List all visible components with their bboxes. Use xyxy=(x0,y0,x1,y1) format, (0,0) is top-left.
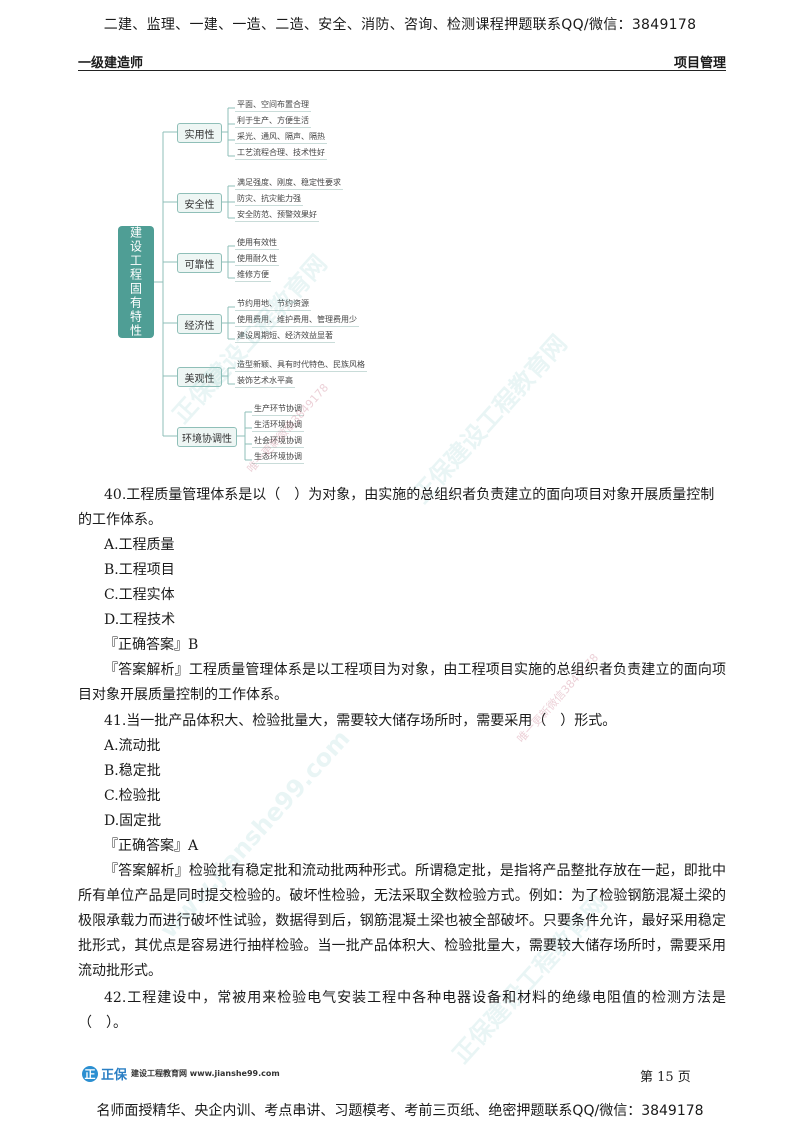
leaf: 生产环节协调 xyxy=(252,403,304,416)
leaf: 工艺流程合理、技术性好 xyxy=(235,147,327,160)
leaf: 造型新颖、具有时代特色、民族风格 xyxy=(235,359,367,372)
q41-analysis: 『答案解析』检验批有稳定批和流动批两种形式。所谓稳定批，是指将产品整批存放在一起… xyxy=(78,863,726,979)
leaf: 生活环境协调 xyxy=(252,419,304,432)
leaf: 建设周期短、经济效益显著 xyxy=(235,330,335,343)
leaf: 使用费用、维护费用、管理费用少 xyxy=(235,314,359,327)
mindmap-root: 建设工程固有特性 xyxy=(118,226,154,338)
bottom-banner: 名师面授精华、央企内训、考点串讲、习题模考、考前三页纸、绝密押题联系QQ/微信：… xyxy=(96,1103,704,1119)
q40-stem-cont: 的工作体系。 xyxy=(78,512,162,528)
branch-practicality: 实用性 xyxy=(177,123,222,143)
leaf: 维修方便 xyxy=(235,269,271,282)
leaf: 利于生产、方便生活 xyxy=(235,115,311,128)
leaf: 节约用地、节约资源 xyxy=(235,298,311,311)
mindmap-connectors xyxy=(154,107,252,461)
q40-option-a: A.工程质量 xyxy=(104,537,175,553)
q40-option-c: C.工程实体 xyxy=(104,587,175,603)
running-head-left: 一级建造师 xyxy=(78,56,144,71)
q40-answer: 『正确答案』B xyxy=(104,637,199,653)
leaf: 装饰艺术水平高 xyxy=(235,375,295,388)
q41-option-c: C.检验批 xyxy=(104,788,161,804)
q41-option-d: D.固定批 xyxy=(104,813,162,829)
leaf: 满足强度、刚度、稳定性要求 xyxy=(235,177,343,190)
q40-option-d: D.工程技术 xyxy=(104,612,176,628)
q40-analysis: 『答案解析』工程质量管理体系是以工程项目为对象，由工程项目实施的总组织者负责建立… xyxy=(78,662,726,703)
running-head-right: 项目管理 xyxy=(673,56,726,71)
branch-aesthetics: 美观性 xyxy=(177,367,222,387)
branch-safety: 安全性 xyxy=(177,193,222,213)
branch-reliability: 可靠性 xyxy=(177,253,222,273)
running-head: 一级建造师 项目管理 xyxy=(78,50,726,71)
logo-site: 建设工程教育网 www.jianshe99.com xyxy=(131,1069,280,1078)
logo-brand: 正保 xyxy=(101,1068,128,1083)
leaf: 生态环境协调 xyxy=(252,451,304,464)
leaf: 安全防范、预警效果好 xyxy=(235,209,319,222)
q41-answer: 『正确答案』A xyxy=(104,838,199,854)
top-banner: 二建、监理、一建、一造、二造、安全、消防、咨询、检测课程押题联系QQ/微信：38… xyxy=(103,17,697,33)
q41-option-a: A.流动批 xyxy=(104,738,161,754)
leaf: 使用耐久性 xyxy=(235,253,279,266)
leaf: 平面、空间布置合理 xyxy=(235,99,311,112)
leaf: 采光、通风、隔声、隔热 xyxy=(235,131,327,144)
leaf: 使用有效性 xyxy=(235,237,279,250)
q41-option-b: B.稳定批 xyxy=(104,763,161,779)
branch-environment: 环境协调性 xyxy=(177,427,237,447)
q42-stem: 42.工程建设中，常被用来检验电气安装工程中各种电器设备和材料的绝缘电阻值的检测… xyxy=(78,990,726,1031)
logo-icon: 正 xyxy=(82,1065,98,1082)
leaf: 防灾、抗灾能力强 xyxy=(235,193,303,206)
page-number: 第 15 页 xyxy=(640,1070,691,1085)
mindmap-diagram: 建设工程固有特性 实用性 平面、空间布置合理 利于生产、方便生活 采光、通风、隔… xyxy=(115,96,475,476)
q40-stem: 40.工程质量管理体系是以（ ）为对象，由实施的总组织者负责建立的面向项目对象开… xyxy=(104,487,715,503)
branch-economy: 经济性 xyxy=(177,314,222,334)
q41-stem: 41.当一批产品体积大、检验批量大，需要较大储存场所时，需要采用（ ）形式。 xyxy=(104,713,617,729)
leaf: 社会环境协调 xyxy=(252,435,304,448)
footer-logo: 正 正保 建设工程教育网 www.jianshe99.com xyxy=(82,1064,280,1083)
q40-option-b: B.工程项目 xyxy=(104,562,175,578)
